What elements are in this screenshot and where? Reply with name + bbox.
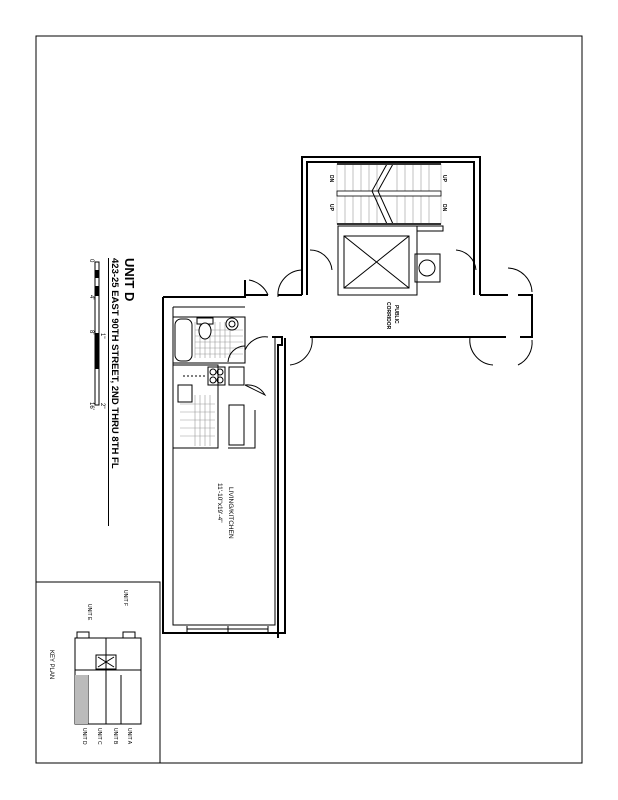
living-kitchen-room — [173, 410, 256, 449]
door-swing — [455, 249, 477, 271]
scale-label-4: 4' — [88, 295, 94, 299]
kitchenette — [172, 364, 267, 449]
scale-label-8: 8' — [88, 330, 94, 334]
door-swing — [309, 249, 333, 271]
key-plan: KEY PLAN UNIT F UNIT E UNIT A UNIT B UNI… — [35, 581, 161, 764]
bathroom — [172, 316, 246, 364]
key-unit-c: UNIT C — [96, 728, 102, 745]
bathtub-icon — [174, 318, 193, 362]
closet-door — [244, 384, 267, 397]
elevator-shaft — [337, 225, 418, 296]
toilet-icon — [198, 322, 212, 340]
corridor-label: CORRIDOR — [385, 302, 391, 330]
trash-chute — [414, 253, 441, 283]
door-swing — [244, 336, 269, 351]
sheet-border — [35, 35, 583, 764]
key-unit-d: UNIT D — [81, 728, 87, 745]
scale-bar: 0 4' 8' 16' 1" 2" — [88, 259, 105, 410]
key-unit-a: UNIT A — [126, 728, 132, 745]
key-plan-title: KEY PLAN — [48, 650, 54, 679]
closet — [228, 404, 245, 446]
door-swing — [469, 336, 494, 366]
unit-d-highlight — [75, 675, 88, 724]
scale-label-16: 16' — [88, 402, 94, 410]
address-title: 423-25 EAST 90TH STREET, 2ND THRU 8TH FL — [109, 258, 120, 469]
door-swing — [277, 269, 304, 298]
stair-label-up: UP — [328, 204, 334, 212]
door-swing — [517, 339, 533, 366]
sink-icon — [225, 317, 239, 331]
key-unit-b: UNIT B — [112, 728, 118, 745]
title-block: UNIT D 423-25 EAST 90TH STREET, 2ND THRU… — [108, 258, 137, 526]
elevator-icon — [343, 235, 410, 289]
bathroom-door — [227, 345, 246, 363]
door-swing — [289, 336, 313, 366]
scale-label-2in: 2" — [99, 403, 105, 408]
stair-label-up: UP — [441, 175, 447, 183]
key-unit-f: UNIT F — [122, 590, 128, 606]
refrigerator-icon — [177, 384, 193, 403]
stair-elevator-core: DN UP UP DN — [301, 156, 481, 296]
stair-label-dn: DN — [441, 204, 447, 212]
scale-label-0: 0 — [88, 259, 94, 263]
public-corridor: PUBLIC CORRIDOR — [244, 249, 533, 638]
key-unit-e: UNIT E — [86, 604, 92, 621]
scale-label-1in: 1" — [99, 333, 105, 338]
door-swing — [507, 267, 533, 293]
stove-icon — [207, 366, 226, 386]
closet — [228, 366, 245, 386]
stair-label-dn: DN — [328, 175, 334, 183]
unit-title: UNIT D — [122, 258, 137, 301]
corridor-label: PUBLIC — [393, 305, 399, 324]
living-kitchen-label: LIVING/KITCHEN — [227, 487, 234, 539]
unit-d-plan: LIVING/KITCHEN 11'-10"x19'-4" — [162, 280, 286, 634]
door-swing — [248, 279, 269, 296]
living-kitchen-size: 11'-10"x19'-4" — [216, 483, 223, 523]
